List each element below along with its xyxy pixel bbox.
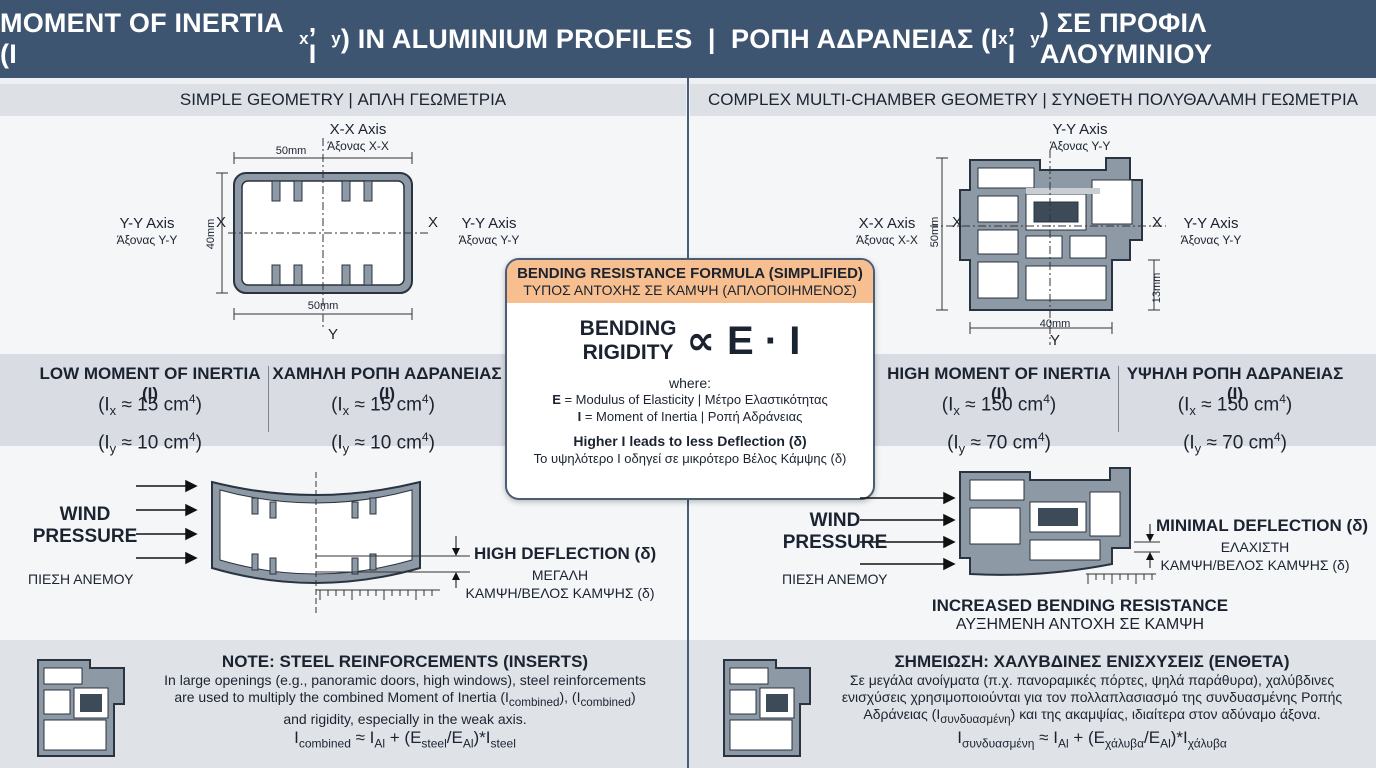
right-section-heading: COMPLEX MULTI-CHAMBER GEOMETRY | ΣΥΝΘΕΤΗ… — [690, 84, 1376, 116]
formula-header: BENDING RESISTANCE FORMULA (SIMPLIFIED) … — [507, 260, 873, 303]
right-x-mark-b: X — [1152, 214, 1163, 231]
multichamber-profile-diagram — [930, 150, 1166, 345]
right-deflection-title: MINIMAL DEFLECTION (δ) — [1156, 516, 1369, 535]
left-note-title: NOTE: STEEL REINFORCEMENTS (INSERTS) — [221, 652, 589, 671]
right-note-body: Σε μεγάλα ανοίγματα (π.χ. πανοραμικές πό… — [841, 672, 1343, 726]
right-stat-values-en: (Ix ≈ 150 cm4) (Iy ≈ 70 cm4) — [941, 392, 1057, 457]
right-note: ΣΗΜΕΙΩΣΗ: ΧΑΛΥΒΔΙΝΕΣ ΕΝΙΣΧΥΣΕΙΣ (ΕΝΘΕΤΑ)… — [822, 652, 1362, 750]
left-stat-title-en: LOW MOMENT OF INERTIA (I) — [39, 364, 261, 403]
left-x-mark-b: X — [428, 214, 439, 231]
formula-note-gr: Το υψηλότερο I οδηγεί σε μικρότερο Βέλος… — [533, 451, 847, 466]
left-stat-values-gr: (Ix ≈ 15 cm4) (Iy ≈ 10 cm4) — [331, 392, 435, 457]
left-stat-title-gr: ΧΑΜΗΛΗ ΡΟΠΗ ΑΔΡΑΝΕΙΑΣ (I) — [272, 364, 502, 403]
right-dim-small: 13mm — [1151, 272, 1163, 304]
left-section-heading: SIMPLE GEOMETRY | ΑΠΛΗ ΓΕΩΜΕΤΡΙΑ — [0, 84, 686, 116]
formula-definitions: E = Modulus of Elasticity | Μέτρο Ελαστι… — [552, 392, 828, 424]
right-note-formula: Iσυνδυασμένη ≈ IAl + (Eχάλυβα/EAl)*Iχάλυ… — [957, 727, 1227, 751]
left-note-profile-icon — [37, 659, 125, 757]
right-stat-values-gr: (Ix ≈ 150 cm4) (Iy ≈ 70 cm4) — [1177, 392, 1293, 457]
formula-where: where: — [668, 375, 712, 391]
right-stat-title-gr: ΥΨΗΛΗ ΡΟΠΗ ΑΔΡΑΝΕΙΑΣ (I) — [1126, 364, 1344, 403]
right-note-title: ΣΗΜΕΙΩΣΗ: ΧΑΛΥΒΔΙΝΕΣ ΕΝΙΣΧΥΣΕΙΣ (ΕΝΘΕΤΑ) — [894, 652, 1290, 671]
left-dim-bottom: 50mm — [307, 300, 339, 312]
left-note-formula: Icombined ≈ IAl + (Esteel/EAl)*Isteel — [294, 727, 516, 751]
left-deflection-diagram — [136, 472, 470, 614]
right-wind-label-gr: ΠΙΕΣΗ ΑΝΕΜΟΥ — [782, 571, 888, 587]
left-y-mark: Y — [328, 326, 339, 343]
left-stat-values-en: (Ix ≈ 15 cm4) (Iy ≈ 10 cm4) — [98, 392, 202, 457]
left-wind-label-gr: ΠΙΕΣΗ ΑΝΕΜΟΥ — [28, 571, 134, 587]
right-x-mark-a: X — [952, 214, 963, 231]
simple-profile-diagram — [216, 138, 430, 330]
right-resistance-label: INCREASED BENDING RESISTANCE ΑΥΞΗΜΕΝΗ ΑΝ… — [931, 596, 1229, 633]
formula-note-en: Higher I leads to less Deflection (δ) — [573, 433, 807, 449]
right-note-profile-icon — [723, 659, 811, 757]
right-dim-side: 50mm — [929, 216, 941, 248]
left-dim-top: 50mm — [275, 145, 307, 157]
right-dim-bottom: 40mm — [1039, 318, 1071, 330]
left-x-mark-a: X — [216, 214, 227, 231]
left-note: NOTE: STEEL REINFORCEMENTS (INSERTS) In … — [140, 652, 670, 750]
right-deflection-diagram — [860, 467, 1160, 584]
formula-box: BENDING RESISTANCE FORMULA (SIMPLIFIED) … — [505, 258, 875, 500]
left-stat-separator — [268, 366, 269, 432]
left-deflection-title: HIGH DEFLECTION (δ) — [474, 544, 657, 563]
right-y-mark: Y — [1050, 332, 1061, 349]
right-stat-title-en: HIGH MOMENT OF INERTIA (I) — [887, 364, 1111, 403]
right-stat-separator — [1118, 366, 1119, 432]
left-note-body: In large openings (e.g., panoramic doors… — [164, 672, 646, 727]
